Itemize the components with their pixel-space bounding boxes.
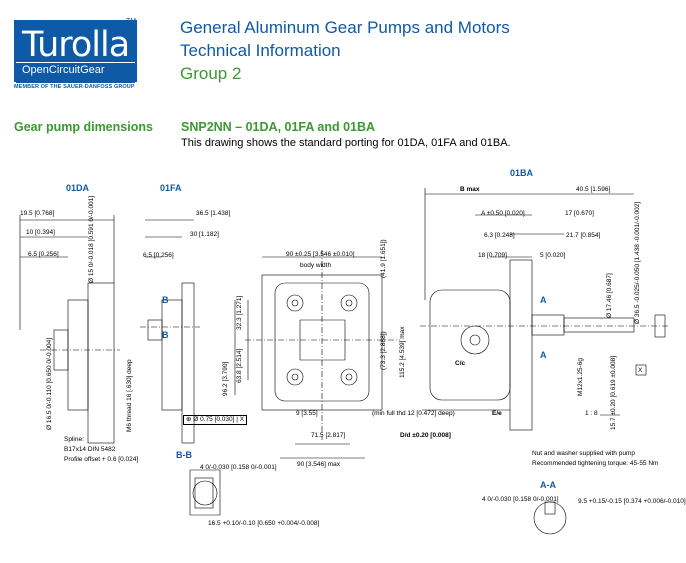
- dim-overall-height: 115.2 [4.539] max: [399, 326, 406, 378]
- pump-body-side: [429, 289, 511, 401]
- dim-01ba-shaft-dia: Ø 17.46 [0.687]: [606, 273, 613, 318]
- dim-01fa-bolt-spacing: 96.2 [3.790]: [222, 361, 229, 396]
- torque-note: Recommended tightening torque: 45-55 Nm: [532, 460, 659, 467]
- dim-01ba-17: 17 [0.670]: [565, 210, 594, 217]
- dim-01da-spline-dia: Ø 16.5 0/-0.110 [0.650 0/-0.004]: [46, 337, 53, 430]
- dim-01ba-dd: D/d ±0.20 [0.008]: [400, 432, 451, 439]
- port-label-cc: C/c: [455, 360, 466, 367]
- tolerance-position: ⊕ Ø 0.75 [0.030] | X: [183, 415, 248, 425]
- dim-body-width: 90 ±0.25 [3.546 ±0.010]: [286, 251, 355, 258]
- dim-01da-flange: 10 [0.394]: [26, 229, 55, 236]
- spline-label: Spline:: [64, 436, 84, 443]
- dim-01fa-flange: 30 [1.182]: [190, 231, 219, 238]
- view-label-01ba: 01BA: [510, 168, 534, 178]
- dim-01fa-upper: 32.3 [1.271]: [236, 295, 243, 330]
- section-marker-b-top: B: [162, 295, 169, 305]
- turolla-logo: Turolla OpenCircuitGear: [14, 20, 137, 83]
- dim-base-width: 71.5 [2.817]: [311, 432, 346, 439]
- dim-01da-pilot: 6.5 [0.256]: [28, 251, 59, 258]
- logo-subtitle: OpenCircuitGear: [22, 64, 105, 76]
- view-label-bb: B-B: [176, 450, 192, 460]
- header-group-label: Group 2: [180, 64, 242, 83]
- section-aa-shaft: [533, 501, 567, 535]
- tolerance-datum: X: [239, 416, 245, 423]
- dim-center-offset: (73.3 [2.888]): [380, 331, 387, 370]
- taper-ratio: 1 : 8: [585, 410, 598, 417]
- flange-01da: [87, 282, 115, 444]
- section-model: SNP2NN – 01DA, 01FA and 01BA: [181, 120, 376, 134]
- dim-01da-shaft-dia: Ø 15 0/-0.018 [0.591 0/-0.001]: [88, 195, 95, 283]
- dim-01ba-6-3: 6.3 [0.248]: [484, 232, 515, 239]
- logo-band: [16, 62, 135, 83]
- dim-01fa-inner: 63.8 [2.514]: [236, 348, 243, 383]
- port-label-ee: E/e: [492, 410, 502, 417]
- dim-center-height: (41.9 [1.651]): [380, 239, 387, 278]
- dim-01fa-pilot: 6.5 [0.256]: [143, 252, 174, 259]
- section-marker-a-bottom: A: [540, 350, 547, 360]
- view-label-01da: 01DA: [66, 183, 90, 193]
- dim-01ba-overall: 40.5 [1.596]: [576, 186, 611, 193]
- nut-note: Nut and washer supplied with pump: [532, 450, 635, 457]
- dim-01ba-5: 5 [0.020]: [540, 252, 566, 259]
- dim-bb-key: 4 0/-0.030 [0.158 0/-0.001]: [200, 464, 277, 471]
- dim-bb-height: 16.5 +0.10/-0.10 [0.650 +0.004/-0.008]: [208, 520, 320, 527]
- dim-b-max: B max: [460, 186, 480, 193]
- section-description: This drawing shows the standard porting …: [181, 137, 511, 149]
- dim-01ba-thread: M12x1.25-6g: [577, 358, 584, 396]
- header-title-line2: Technical Information: [180, 41, 341, 60]
- header-title-line1: General Aluminum Gear Pumps and Motors: [180, 18, 510, 37]
- dim-body-width-label: body width: [300, 262, 332, 269]
- dim-01ba-length: 15.7 ±0.20 [0.619 ±0.008]: [610, 356, 617, 430]
- section-marker-a-top: A: [540, 295, 547, 305]
- logo-wordmark: Turolla: [22, 25, 130, 65]
- dim-01ba-21-7: 21.7 [0.854]: [566, 232, 601, 239]
- view-label-01fa: 01FA: [160, 183, 182, 193]
- spline-offset: Profile offset + 0.6 [0.024]: [64, 456, 139, 463]
- section-title: Gear pump dimensions: [14, 120, 153, 134]
- spline-spec: B17x14 DIN 5482: [64, 446, 116, 453]
- member-line: MEMBER OF THE SAUER-DANFOSS GROUP: [14, 84, 135, 90]
- dim-overall-width: 90 [3.546] max: [297, 461, 340, 468]
- dim-01ba-18: 18 [0.709]: [478, 252, 507, 259]
- datum-x: X: [638, 367, 643, 374]
- view-label-aa: A-A: [540, 480, 556, 490]
- tolerance-value: Ø 0.75 [0.030]: [193, 416, 235, 423]
- section-marker-b-bottom: B: [162, 330, 169, 340]
- dim-01da-thread: M6 thread 16 [.630] deep: [126, 359, 133, 432]
- dim-aa-height: 9.5 +0.15/-0.15 [0.374 +0.006/-0.010]: [578, 498, 686, 505]
- dim-01fa-overall: 36.5 [1.438]: [196, 210, 231, 217]
- trademark-mark: TM: [126, 18, 137, 25]
- dim-01ba-pilot-dia: Ø 36.5 -0.025/-0.050 [1.438 -0.001/-0.00…: [634, 201, 641, 324]
- dim-01ba-a: A ±0.50 [0.020]: [481, 210, 525, 217]
- dim-01da-overall: 19.5 [0.768]: [20, 210, 55, 217]
- dim-aa-key: 4 0/-0.030 [0.158 0/-0.001]: [482, 496, 559, 503]
- dim-thread-depth: (min full thd 12 [0.472] deep): [372, 410, 455, 417]
- dim-01fa-hole: 9 [3.55]: [296, 410, 318, 417]
